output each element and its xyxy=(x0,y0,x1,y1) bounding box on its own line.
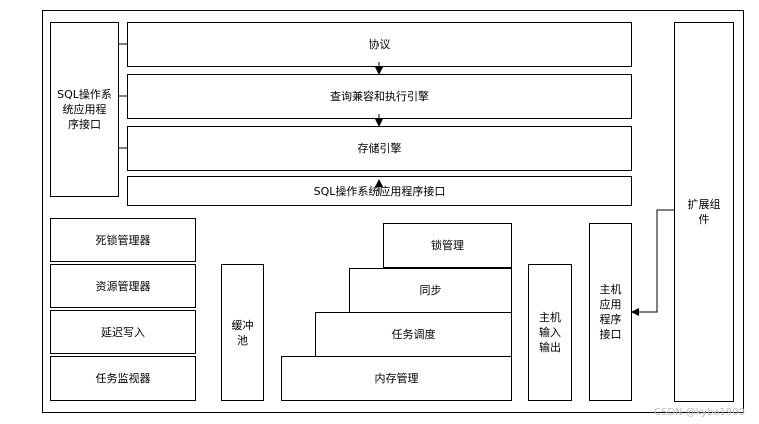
left-sql-os-api-box: SQL操作系 统应用程 序接口 xyxy=(50,22,119,197)
lazy-writer-box: 延迟写入 xyxy=(50,310,196,354)
task-scheduling-box: 任务调度 xyxy=(315,312,512,357)
synchronization-box: 同步 xyxy=(349,268,512,313)
sql-os-api-bar: SQL操作系统应用程序接口 xyxy=(127,176,632,206)
lock-manager-box: 锁管理 xyxy=(383,223,512,268)
storage-engine-layer: 存储引擎 xyxy=(127,126,632,171)
resource-manager-box: 资源管理器 xyxy=(50,264,196,308)
host-io-box: 主机 输入 输出 xyxy=(528,264,572,401)
extension-components-box: 扩展组 件 xyxy=(674,22,734,402)
buffer-pool-box: 缓冲 池 xyxy=(221,264,264,401)
protocol-layer: 协议 xyxy=(127,22,632,67)
deadlock-manager-box: 死锁管理器 xyxy=(50,218,196,262)
task-monitor-box: 任务监视器 xyxy=(50,356,196,401)
query-engine-layer: 查询兼容和执行引擎 xyxy=(127,74,632,119)
watermark: CSDN @kyba1900 xyxy=(654,407,745,418)
host-api-box: 主机 应用 程序 接口 xyxy=(589,223,632,401)
sql-os-architecture-frame xyxy=(42,10,744,413)
memory-management-box: 内存管理 xyxy=(281,356,512,401)
